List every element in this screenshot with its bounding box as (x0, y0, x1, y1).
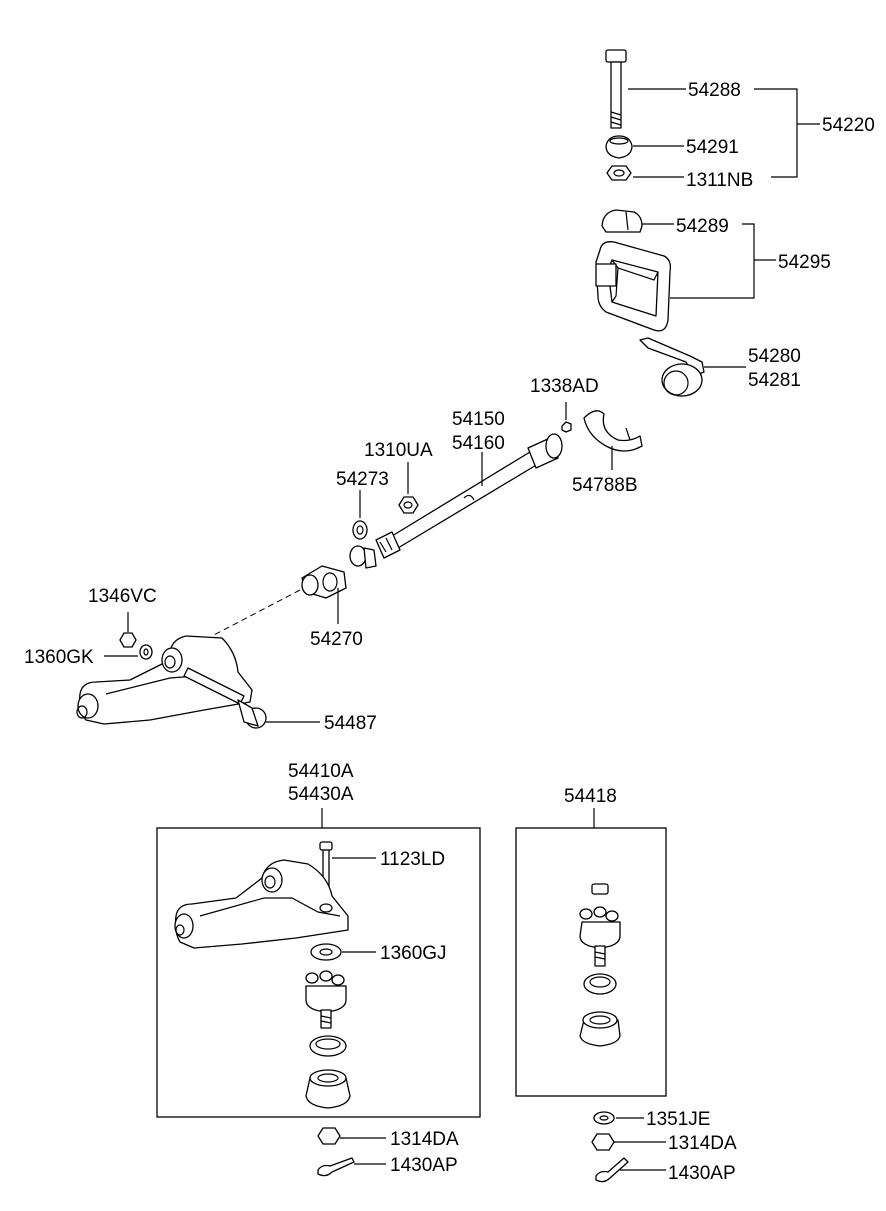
label-54430A: 54430A (288, 784, 354, 805)
nut-1314DA-b (591, 1133, 615, 1151)
nut-1346VC (119, 632, 137, 648)
label-54410A: 54410A (288, 761, 354, 782)
nut-1311NB (606, 165, 632, 181)
retainer-clip-54788B (583, 410, 643, 452)
label-1123LD: 1123LD (380, 849, 445, 870)
cotter-pin-1430AP-a (317, 1157, 355, 1177)
boot-54418 (579, 1011, 621, 1047)
washer-shaft-end (349, 545, 377, 569)
washer-54273 (352, 520, 368, 540)
label-1360GK: 1360GK (24, 647, 94, 668)
control-arm-box (174, 859, 349, 949)
ball-joint-box (305, 970, 347, 1029)
label-54289: 54289 (676, 216, 729, 237)
upper-control-arm-assembly (76, 635, 253, 725)
bracket-54280 (639, 337, 705, 397)
washer-1360GK (139, 644, 153, 660)
nut-1338AD (561, 421, 572, 433)
label-1360GJ: 1360GJ (380, 943, 447, 964)
nut-1310UA (398, 496, 419, 514)
label-54788B: 54788B (572, 475, 638, 496)
label-1314DA-a: 1314DA (390, 1129, 459, 1150)
bump-stop-54289 (601, 209, 643, 233)
cover-frame-54295 (595, 241, 672, 332)
label-54220: 54220 (822, 115, 875, 136)
ball-joint-54418 (579, 883, 621, 967)
assembly-box-54418 (515, 827, 667, 1097)
label-54270: 54270 (310, 629, 363, 650)
label-54295: 54295 (778, 252, 831, 273)
label-1351JE: 1351JE (646, 1109, 710, 1130)
label-54288: 54288 (688, 80, 741, 101)
boot-box (305, 1069, 351, 1109)
label-54280: 54280 (748, 346, 801, 367)
shaft-54150 (375, 433, 563, 559)
bolt-54487 (183, 667, 267, 729)
label-54281: 54281 (748, 370, 801, 391)
label-54273: 54273 (336, 469, 389, 490)
bolt-54288 (605, 49, 627, 129)
label-54160: 54160 (452, 433, 505, 454)
label-1311NB: 1311NB (686, 170, 753, 191)
assembly-box-54410A (156, 827, 481, 1118)
bushing-54291 (605, 135, 633, 159)
nut-1314DA-a (317, 1127, 341, 1145)
seal-box (309, 1035, 347, 1057)
bushing-54270 (301, 565, 347, 599)
washer-1351JE (593, 1111, 615, 1125)
label-1346VC: 1346VC (88, 586, 157, 607)
cotter-pin-1430AP-b (595, 1157, 629, 1183)
label-1338AD: 1338AD (530, 376, 599, 397)
label-1430AP-a: 1430AP (390, 1155, 458, 1176)
label-1310UA: 1310UA (364, 440, 433, 461)
label-54150: 54150 (452, 409, 505, 430)
seal-54418 (583, 973, 617, 995)
label-1430AP-b: 1430AP (668, 1163, 736, 1184)
label-54291: 54291 (686, 137, 739, 158)
label-54487: 54487 (324, 713, 377, 734)
washer-1360GJ (310, 943, 342, 961)
label-1314DA-b: 1314DA (668, 1133, 737, 1154)
label-54418: 54418 (564, 786, 617, 807)
